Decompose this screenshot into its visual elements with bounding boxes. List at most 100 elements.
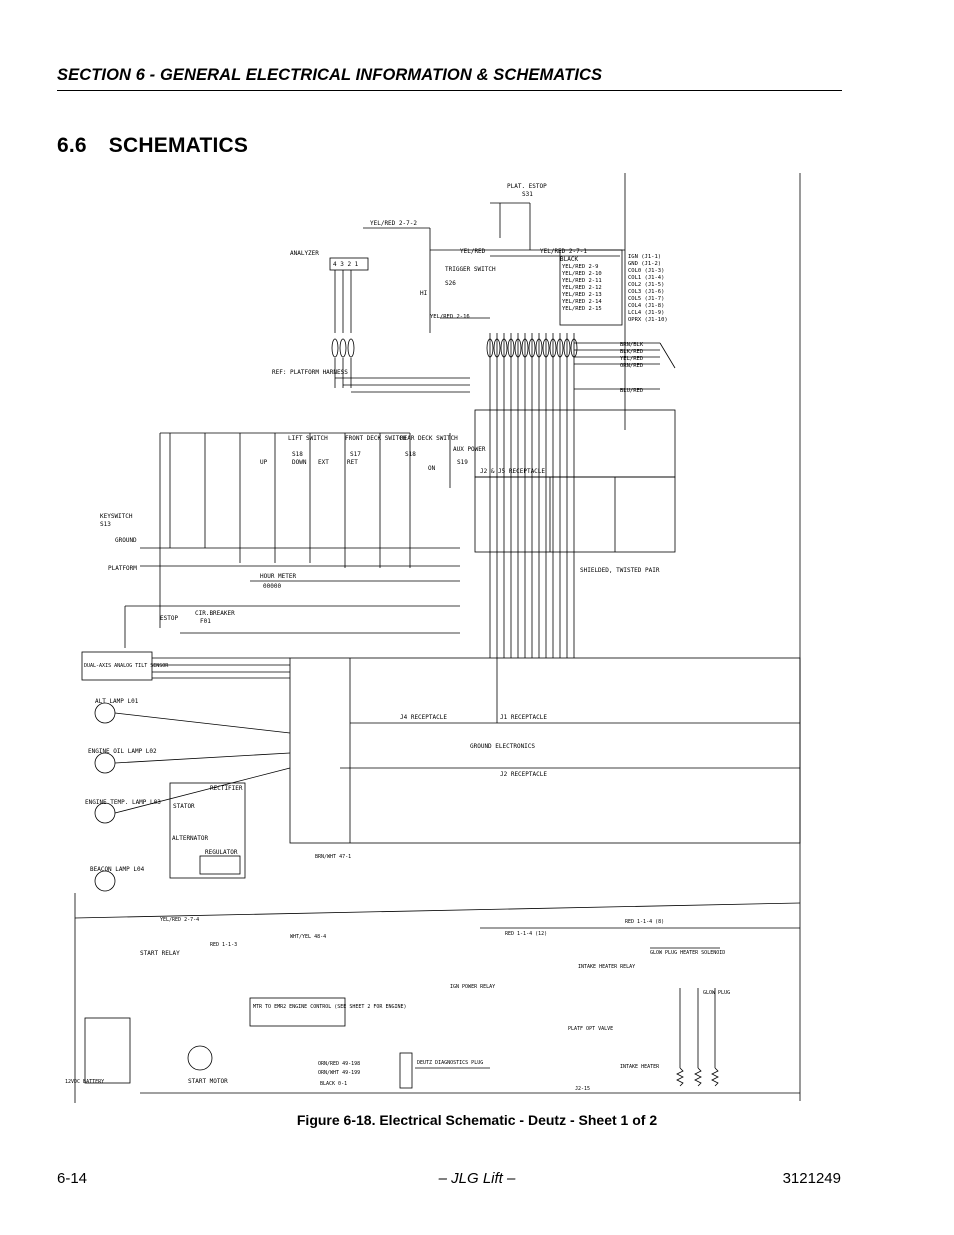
shielded-label: SHIELDED, TWISTED PAIR [580, 567, 660, 574]
ref-platform-label: REF: PLATFORM HARNESS [272, 369, 348, 376]
wire-label: YEL/RED [460, 248, 486, 255]
glow-plug-heater-label: GLOW PLUG HEATER SOLENOID [650, 950, 725, 956]
j1-pin: COL1 (J1-4) [628, 275, 664, 281]
stator-label: STATOR [173, 803, 195, 810]
doc-number: 3121249 [782, 1170, 841, 1187]
cir-breaker-label: CIR.BREAKER [195, 610, 235, 617]
on-label: ON [428, 465, 436, 472]
trigger-id: S26 [445, 280, 456, 287]
j1-receptacle: J1 RECEPTACLE [500, 714, 547, 721]
intake-heater-label: INTAKE HEATER [620, 1064, 660, 1070]
front-deck-label: FRONT DECK SWITCH [345, 435, 407, 442]
section-header: SECTION 6 - GENERAL ELECTRICAL INFORMATI… [57, 66, 603, 84]
aux-id: S19 [457, 459, 468, 466]
wire-label: YEL/RED [620, 356, 643, 362]
j1-pin: IGN (J1-1) [628, 254, 661, 260]
wire-label: RED 1-1-4 (12) [505, 931, 547, 937]
plat-estop-id: S31 [522, 191, 533, 198]
section-number: 6.6 [57, 134, 87, 157]
j1-pin: COL5 (J1-7) [628, 296, 664, 302]
engine-oil-label: ENGINE OIL LAMP L02 [88, 748, 157, 755]
j2-j5-receptacle: J2 & J5 RECEPTACLE [480, 468, 545, 475]
keyswitch-label: KEYSWITCH [100, 513, 133, 520]
j1-pin: COL4 (J1-8) [628, 303, 664, 309]
beacon-label: BEACON LAMP L04 [90, 866, 145, 873]
intake-heater-relay-label: INTAKE HEATER RELAY [578, 964, 635, 970]
rear-id: S18 [405, 451, 416, 458]
page-number: 6-14 [57, 1170, 88, 1187]
section-name: SCHEMATICS [108, 134, 249, 157]
ground-label: GROUND [115, 537, 137, 544]
wire-label: YEL/RED 2-11 [562, 278, 602, 284]
j1-pin: GND (J1-2) [628, 261, 661, 267]
header-rule [57, 90, 842, 91]
wire-label: YEL/RED 2-13 [562, 292, 602, 298]
electrical-schematic: PLAT. ESTOP S31 YEL/RED 2-7-2 ANALYZER 4… [65, 173, 801, 1103]
start-motor-label: START MOTOR [188, 1078, 228, 1085]
wire-label: YEL/RED 2-14 [562, 299, 602, 305]
figure-caption: Figure 6-18. Electrical Schematic - Deut… [296, 1112, 658, 1128]
j1-pin: COL2 (J1-5) [628, 282, 664, 288]
rear-deck-label: REAR DECK SWITCH [400, 435, 458, 442]
start-relay-label: START RELAY [140, 950, 180, 957]
wire-label: YEL/RED 2-7-2 [370, 220, 417, 227]
ign-power-relay-label: IGN POWER RELAY [450, 984, 495, 990]
down-label: DOWN [292, 459, 307, 466]
lift-switch-label: LIFT SWITCH [288, 435, 328, 442]
wire-label: RED 1-1-3 [210, 942, 237, 948]
j1-pin: LCL4 (J1-9) [628, 310, 664, 316]
analyzer-label: ANALYZER [290, 250, 319, 257]
tilt-sensor-label: DUAL-AXIS ANALOG TILT SENSOR [84, 663, 169, 669]
rectifier-label: RECTIFIER [210, 785, 243, 792]
wire-label: ORN/RED [620, 363, 643, 369]
wire-label: BLACK [560, 256, 578, 263]
battery-label: 12VDC BATTERY [65, 1079, 104, 1085]
j1-pin: COL3 (J1-6) [628, 289, 664, 295]
wire-label: BRN/WHT 47-1 [315, 854, 351, 860]
wire-label: YEL/RED 2-16 [430, 314, 470, 320]
ground-electronics-label: GROUND ELECTRONICS [470, 743, 535, 750]
keyswitch-id: S13 [100, 521, 111, 528]
wire-label: YEL/RED 2-7-4 [160, 917, 199, 923]
wire-label: ORN/WHT 49-199 [318, 1070, 360, 1076]
footer-center: – JLG Lift – [438, 1170, 516, 1187]
alternator-label: ALTERNATOR [172, 835, 209, 842]
wire-label: YEL/RED 2-12 [562, 285, 602, 291]
cb-id: F01 [200, 618, 211, 625]
hour-meter-value: 00000 [263, 583, 281, 590]
wire-label: YEL/RED 2-9 [562, 264, 598, 270]
lift-id: S18 [292, 451, 303, 458]
platf-opt-valve-label: PLATF OPT VALVE [568, 1026, 613, 1032]
estop-label: ESTOP [160, 615, 178, 622]
wire-label: ORN/RED 49-198 [318, 1061, 360, 1067]
wire-label: YEL/RED 2-15 [562, 306, 602, 312]
deutz-diag-label: DEUTZ DIAGNOSTICS PLUG [417, 1060, 483, 1066]
ret-label: RET [347, 459, 358, 466]
wire-label: BRN/BLK [620, 342, 644, 348]
wire-label: BLK/RED [620, 349, 643, 355]
platform-label: PLATFORM [108, 565, 137, 572]
alt-lamp-label: ALT LAMP L01 [95, 698, 139, 705]
wire-label: BLACK 0-1 [320, 1081, 347, 1087]
j1-pin: COL0 (J1-3) [628, 268, 664, 274]
aux-power-label: AUX POWER [453, 446, 486, 453]
ext-label: EXT [318, 459, 329, 466]
j1-pin: OPRX (J1-10) [628, 317, 668, 323]
hour-meter-label: HOUR METER [260, 573, 297, 580]
mtr-label: MTR TO EMR2 ENGINE CONTROL (SEE SHEET 2 … [253, 1004, 407, 1010]
wire-label: WHT/YEL 48-4 [290, 934, 326, 940]
hi-label: HI [420, 290, 428, 297]
wire-label: J2-15 [575, 1086, 590, 1092]
wire-label: YEL/RED 2-10 [562, 271, 602, 277]
j4-receptacle: J4 RECEPTACLE [400, 714, 447, 721]
wire-label: BLU/RED [620, 388, 643, 394]
analyzer-pins: 4 3 2 1 [333, 261, 359, 268]
glow-plug-label: GLOW PLUG [703, 990, 730, 996]
section-title: 6.6 SCHEMATICS [57, 134, 248, 158]
up-label: UP [260, 459, 268, 466]
j2-receptacle: J2 RECEPTACLE [500, 771, 547, 778]
regulator-label: REGULATOR [205, 849, 238, 856]
engine-temp-label: ENGINE TEMP. LAMP L03 [85, 799, 161, 806]
wire-label: YEL/RED 2-7-1 [540, 248, 587, 255]
trigger-switch-label: TRIGGER SWITCH [445, 266, 496, 273]
